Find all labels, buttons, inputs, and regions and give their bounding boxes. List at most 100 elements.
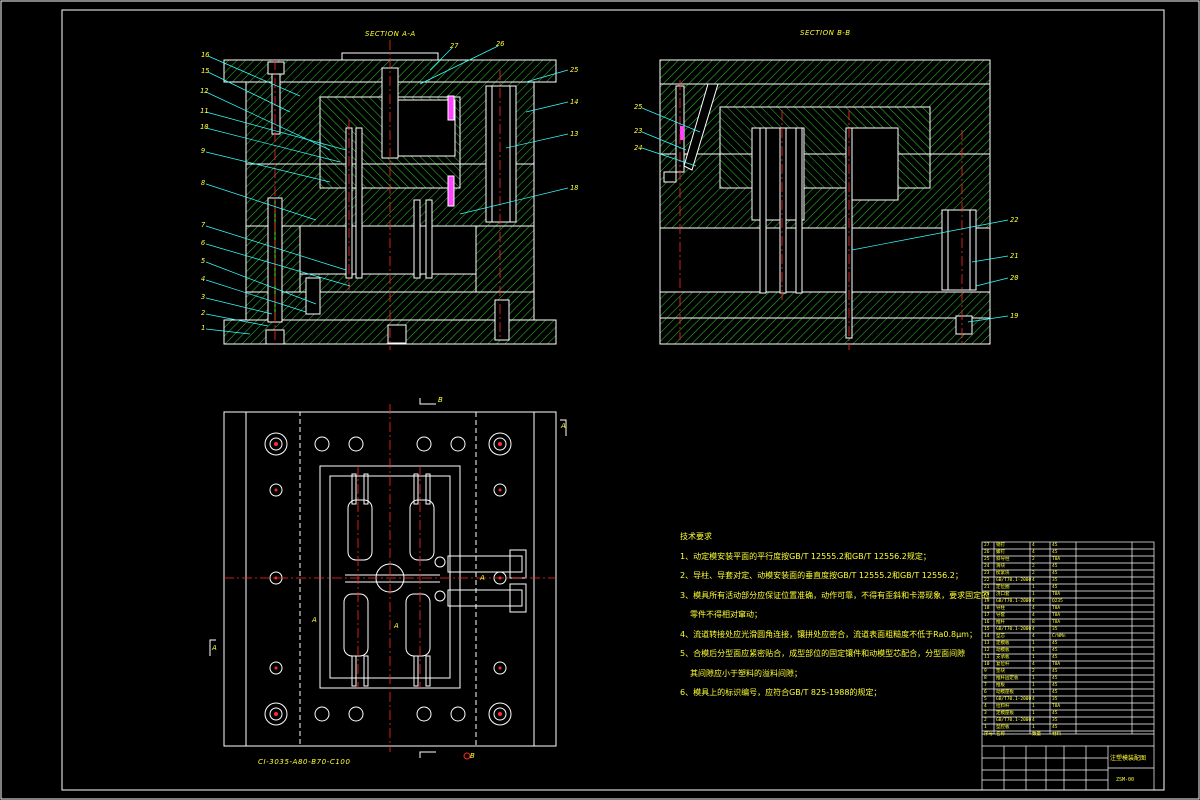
note-item: 零件不得相对窜动； [690,610,762,619]
callout-b-20: 20 [1010,274,1019,282]
section-mark-top-b: B [438,396,443,404]
parts-list-cell: 2 [1032,557,1035,562]
parts-list-cell: CrWMn [1052,634,1066,639]
parts-list-cell: 45 [1052,711,1058,716]
parts-list-cell: 20 [984,592,990,597]
section-b-b-view [641,59,1009,350]
parts-list-header-cell: 名称 [996,732,1005,737]
parts-list-cell: T8A [1052,606,1061,611]
parts-list-cell: GB/T70.1-2000 [996,697,1032,702]
parts-list-cell: 定模座板 [996,711,1014,716]
parts-list-cell: 支承板 [996,655,1010,660]
mold-base-code: CI-3035-A80-B70-C100 [258,758,351,766]
drawing-number: ZSM-00 [1116,777,1135,783]
callout-b-21: 21 [1010,252,1019,260]
parts-list-cell: 1 [984,725,987,730]
parts-list-cell: 24 [984,564,990,569]
parts-list-cell: 35 [1052,578,1058,583]
parts-list-cell: 45 [1052,669,1058,674]
parts-list-cell: 22 [984,578,990,583]
callout-a-16: 16 [201,51,210,59]
notes-title: 技术要求 [680,532,712,541]
callout-a-11: 11 [200,107,209,115]
parts-list-cell: 型腔板 [996,725,1010,730]
parts-list-cell: 螺钉 [996,550,1005,555]
b-ejector-plate [659,291,991,319]
callout-a-7: 7 [201,221,206,229]
callout-b-25: 25 [634,103,643,111]
note-item: 1、动定模安装平面的平行度按GB/T 12555.2和GB/T 12556.2规… [680,551,931,561]
b-bottom-clamp-plate [659,317,991,345]
parts-list-cell: 18 [984,606,990,611]
parts-list-cell: 4 [1032,718,1035,723]
callout-a-2: 2 [201,309,206,317]
parts-list-cell: 导套 [996,613,1005,618]
callout-a-10: 10 [200,123,209,131]
callout-a-13: 13 [570,130,579,138]
parts-list-cell: 2 [984,718,987,723]
parts-list-cell: 35 [1052,718,1058,723]
parts-list-cell: T8A [1052,613,1061,618]
parts-list-cell: 6 [984,690,987,695]
parts-list-cell: 45 [1052,690,1058,695]
parts-list-cell: 复位杆 [996,662,1010,667]
section-mark-left-a: A [212,644,217,652]
parts-list-cell: 楔紧块 [996,571,1010,576]
parts-list-cell: 推板 [996,683,1005,688]
parts-list-cell: 45 [1052,676,1058,681]
note-item: 2、导柱、导套对定、动模安装面的垂直度按GB/T 12555.2和GB/T 12… [680,571,963,580]
parts-list-cell: 2 [1032,564,1035,569]
parts-list-cell: 型芯 [996,634,1005,639]
callout-a-4: 4 [201,275,206,283]
callout-a-26: 26 [496,40,505,48]
parts-list-header-cell: 数量 [1032,732,1041,737]
parts-list-cell: 45 [1052,655,1058,660]
parts-list-cell: 27 [984,543,990,548]
parts-list-header-cell: 序号 [984,732,993,737]
technical-requirements: 技术要求 1、动定模安装平面的平行度按GB/T 12555.2和GB/T 125… [680,527,989,703]
b-top-clamp-plate [659,59,991,85]
callout-a-1: 1 [201,324,206,332]
parts-list-cell: 25 [984,557,990,562]
plan-view [209,398,567,760]
parts-list-cell: 45 [1052,585,1058,590]
parts-list-cell: T8A [1052,557,1061,562]
section-mark-gate-a: A [480,574,485,582]
parts-list-cell: T8A [1052,704,1061,709]
parts-list-cell: 12 [984,648,990,653]
parts-list-cell: 23 [984,571,990,576]
parts-list-cell: 定位圈 [996,585,1010,590]
ejector-retainer-plate [299,273,477,293]
inner-border [61,9,1165,791]
parts-list-cell: GB/T70.1-2000 [996,578,1032,583]
callout-a-14: 14 [570,98,579,106]
parts-list-cell: 1 [1032,690,1035,695]
note-item: 其间隙应小于塑料的溢料间隙； [690,668,802,678]
parts-list-cell: 推杆 [996,620,1005,625]
parts-list-cell: 11 [984,655,990,660]
parts-list-cell: 21 [984,585,990,590]
section-a-a-title: SECTION A-A [365,30,416,38]
parts-list-cell: 45 [1052,564,1058,569]
parts-list-cell: 45 [1052,683,1058,688]
parts-list-cell: 浇口套 [996,592,1010,597]
parts-list-cell: 1 [1032,704,1035,709]
section-mark-mid-a-right: A [394,622,399,630]
parts-list-cell: 4 [1032,662,1035,667]
parts-list-cell: 1 [1032,648,1035,653]
callout-a-15: 15 [201,67,210,75]
parts-list-cell: 1 [1032,655,1035,660]
parts-list-cell: GB/T70.1-2000 [996,627,1032,632]
parts-list-cell: Q235 [1052,599,1063,604]
parts-list-cell: 垫块 [996,669,1005,674]
parts-list-cell: 1 [1032,641,1035,646]
parts-list-cell: 4 [1032,599,1035,604]
parts-list-cell: 13 [984,641,990,646]
parts-list-cell: 35 [1052,627,1058,632]
parts-list-cell: 动模板 [996,648,1010,653]
parts-list-cell: 4 [1032,613,1035,618]
parts-list-cell: 4 [984,704,987,709]
section-b-b-title: SECTION B-B [800,29,851,37]
title-block-grid [981,541,1155,791]
